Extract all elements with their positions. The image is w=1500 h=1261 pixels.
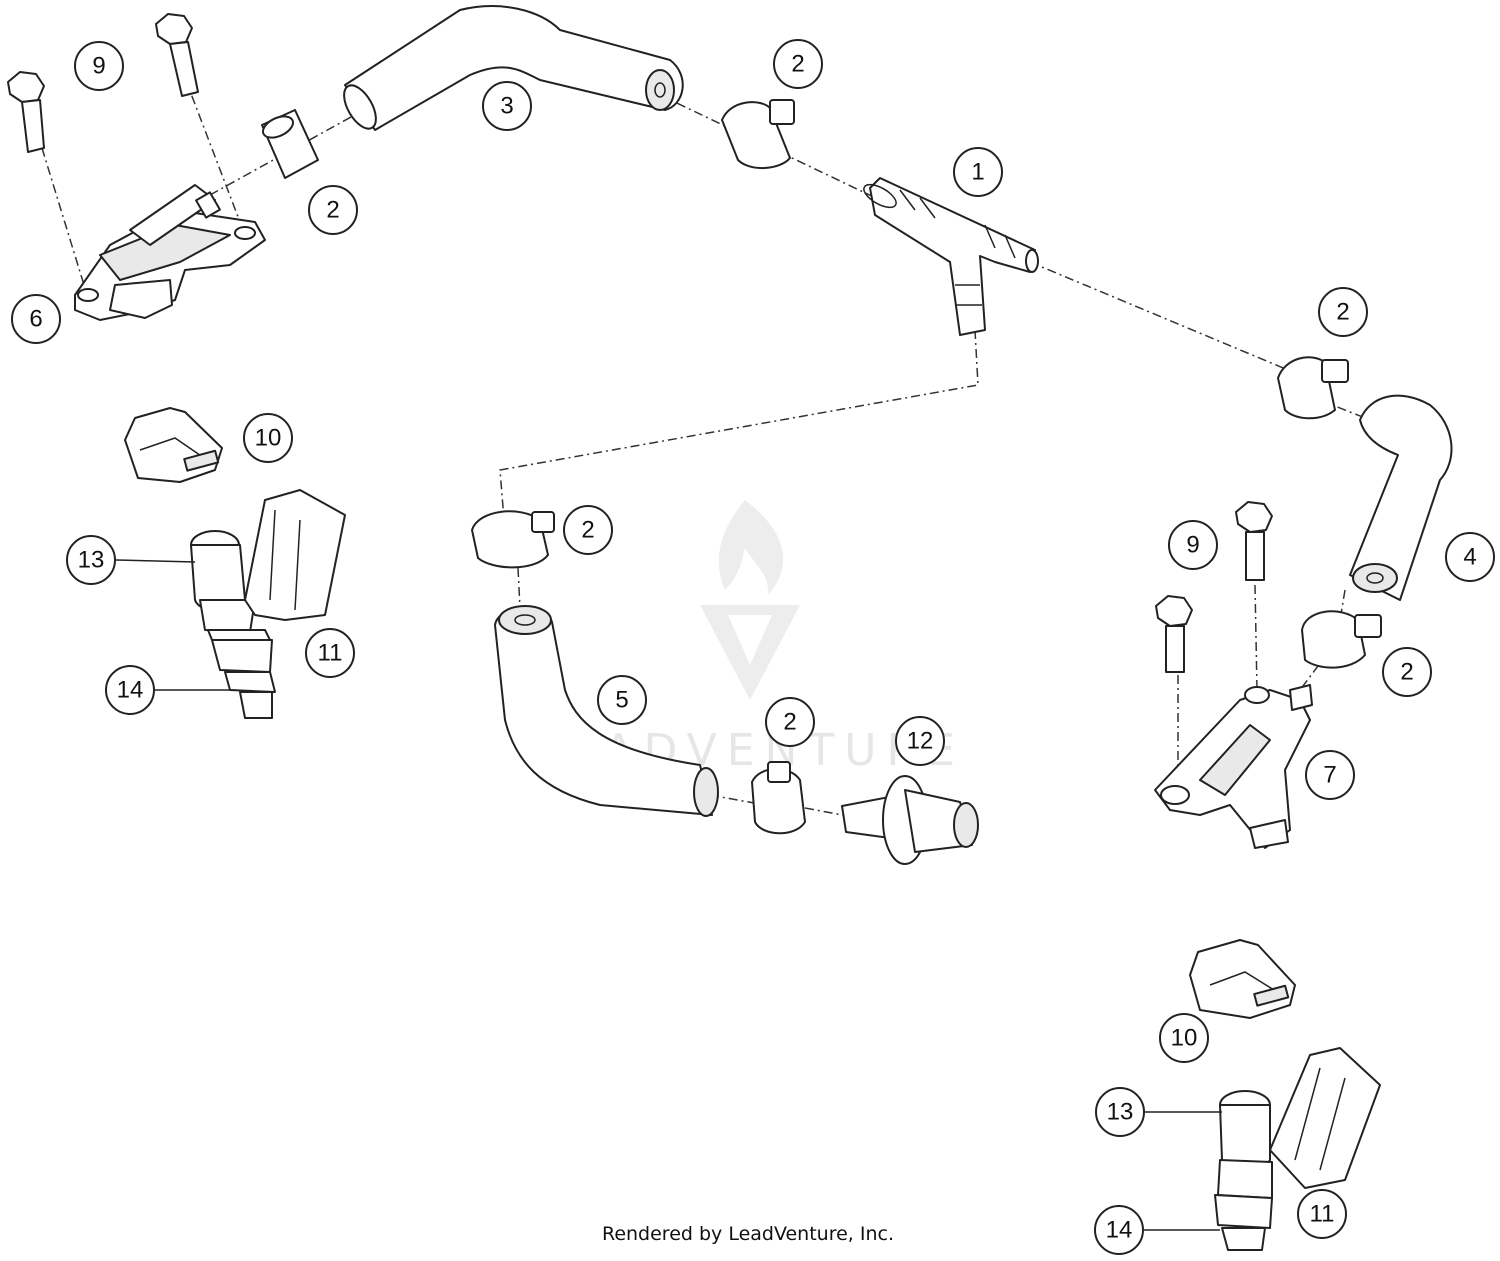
svg-text:1: 1	[971, 159, 984, 186]
callout-4: 4	[1445, 532, 1495, 582]
callout-14-right: 14	[1094, 1205, 1144, 1255]
clamp-2-b	[721, 99, 795, 169]
callout-2-bottom: 2	[765, 697, 815, 747]
callout-13-left: 13	[66, 535, 116, 585]
credit-text: Rendered by LeadVenture, Inc.	[602, 1223, 894, 1245]
svg-text:11: 11	[1310, 1201, 1335, 1228]
svg-text:12: 12	[907, 728, 934, 755]
svg-text:2: 2	[1400, 659, 1413, 686]
clip-10-left	[124, 407, 223, 483]
svg-text:13: 13	[1107, 1099, 1134, 1126]
svg-text:7: 7	[1323, 762, 1336, 789]
callout-9-right: 9	[1168, 520, 1218, 570]
clamp-2-c	[1277, 356, 1349, 420]
callout-1: 1	[953, 147, 1003, 197]
svg-text:4: 4	[1463, 544, 1476, 571]
callout-13-right: 13	[1095, 1087, 1145, 1137]
bolt-9-left-b	[155, 13, 199, 97]
callout-2-middle: 2	[563, 505, 613, 555]
callout-11-right: 11	[1297, 1189, 1347, 1239]
callout-7: 7	[1305, 750, 1355, 800]
callout-6: 6	[11, 294, 61, 344]
svg-text:10: 10	[1171, 1025, 1198, 1052]
callout-12: 12	[895, 716, 945, 766]
callout-2-top-left: 2	[308, 185, 358, 235]
assembly-lines	[41, 77, 1366, 817]
callout-2-right: 2	[1318, 287, 1368, 337]
part-6-throttle-sensor	[74, 184, 266, 321]
bolt-9-left-a	[7, 71, 45, 153]
injector-left	[190, 489, 346, 719]
svg-text:3: 3	[500, 93, 513, 120]
clip-10-right	[1189, 939, 1296, 1019]
svg-text:11: 11	[318, 640, 343, 667]
svg-text:9: 9	[92, 53, 105, 80]
t-connector-1	[863, 177, 1039, 336]
svg-text:6: 6	[29, 306, 42, 333]
callout-5: 5	[597, 675, 647, 725]
callout-10-left: 10	[243, 413, 293, 463]
clamp-2-f	[751, 761, 806, 835]
valve-12	[841, 775, 979, 865]
svg-text:2: 2	[783, 709, 796, 736]
svg-text:2: 2	[1336, 299, 1349, 326]
hose-5	[494, 605, 719, 817]
callout-10-right: 10	[1159, 1013, 1209, 1063]
callout-3: 3	[482, 81, 532, 131]
injector-right	[1214, 1047, 1381, 1251]
clamp-2-d	[1301, 610, 1382, 669]
leader-lines	[115, 559, 1222, 1231]
svg-text:10: 10	[255, 425, 282, 452]
svg-text:13: 13	[78, 547, 105, 574]
svg-text:14: 14	[117, 677, 144, 704]
bolt-9-right-b	[1155, 595, 1193, 673]
clamp-2-e	[471, 510, 555, 569]
part-7-bracket	[1154, 684, 1313, 849]
hose-4	[1349, 394, 1453, 601]
svg-text:5: 5	[615, 687, 628, 714]
callout-11-left: 11	[305, 628, 355, 678]
bolt-9-right-a	[1235, 501, 1273, 581]
svg-text:14: 14	[1106, 1217, 1133, 1244]
callout-2-top-right: 2	[773, 39, 823, 89]
svg-text:2: 2	[791, 51, 804, 78]
svg-text:2: 2	[581, 517, 594, 544]
callout-14-left: 14	[105, 665, 155, 715]
svg-text:9: 9	[1186, 532, 1199, 559]
svg-text:2: 2	[326, 197, 339, 224]
hose-3	[343, 5, 684, 131]
callout-2-right-lower: 2	[1382, 647, 1432, 697]
clamp-2-a	[261, 109, 319, 179]
callout-9-left: 9	[74, 41, 124, 91]
